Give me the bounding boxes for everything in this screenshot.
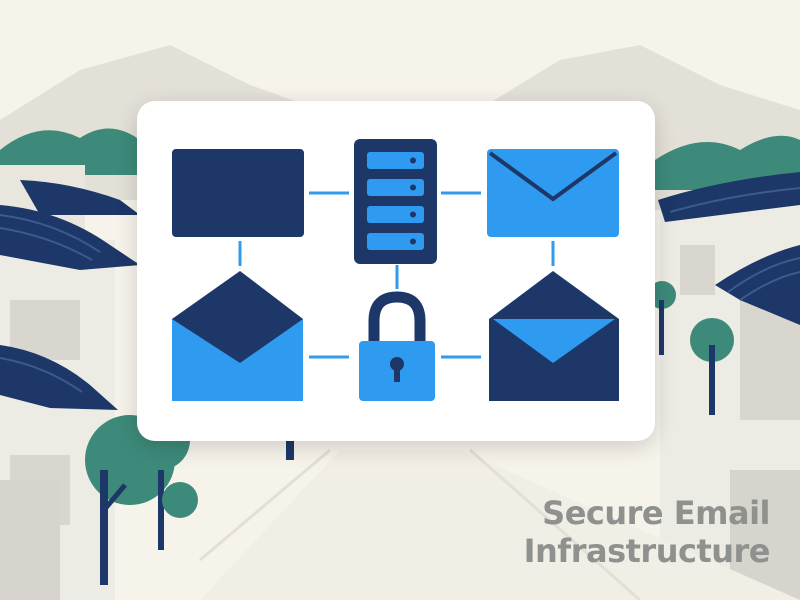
open-envelope-icon (489, 271, 619, 401)
tree-right-canopy (690, 318, 734, 362)
road (200, 450, 800, 600)
closed-envelope-icon (487, 149, 619, 237)
connector-lines (238, 191, 555, 359)
roof-right-1 (658, 172, 800, 222)
caption-line-2: Infrastructure (523, 532, 771, 570)
roof-left-2 (20, 180, 140, 215)
caption: Secure Email Infrastructure (470, 494, 771, 570)
open-envelope-icon (172, 271, 303, 401)
server-rack-icon (354, 139, 437, 264)
padlock-icon (359, 291, 435, 401)
caption-line-1: Secure Email (542, 494, 770, 532)
hills-left (0, 128, 140, 175)
blank-screen-icon (172, 149, 304, 237)
diagram-card (137, 101, 655, 441)
email-network-diagram (172, 139, 619, 401)
